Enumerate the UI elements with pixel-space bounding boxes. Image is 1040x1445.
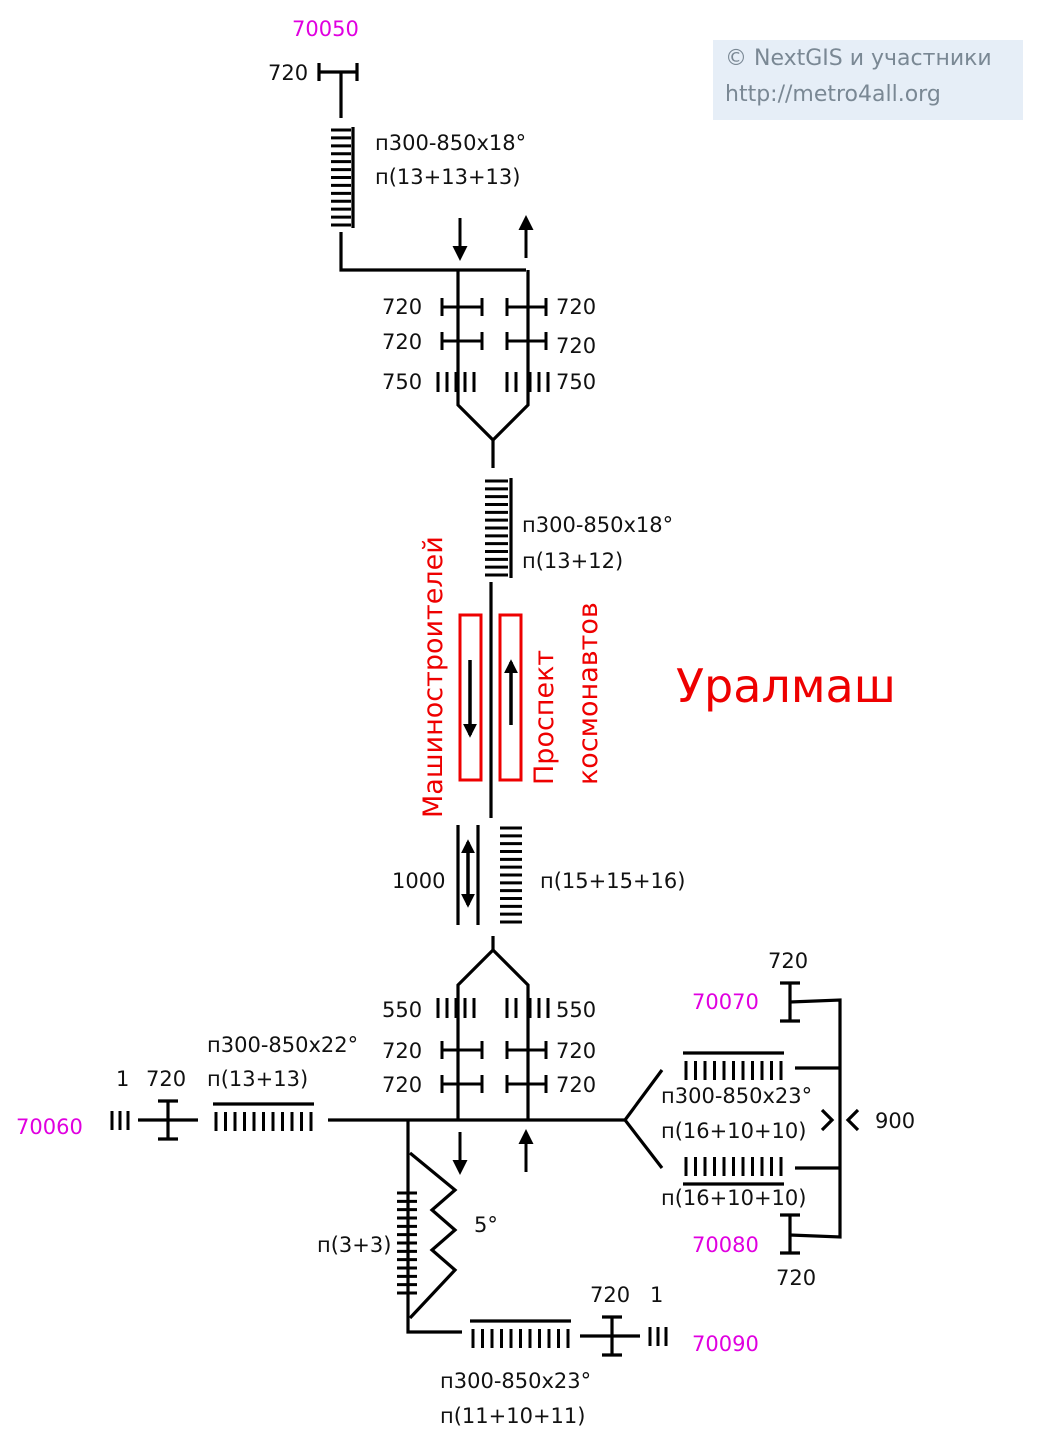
lower-door-l2-icon (440, 1075, 484, 1093)
east-door-bottom-label: 720 (776, 1266, 816, 1290)
upper-door-l1-icon (440, 298, 484, 316)
upper-door-r1-label: 720 (556, 295, 596, 319)
exit-70090-label: 70090 (692, 1332, 759, 1356)
east-fork (622, 1069, 664, 1169)
escalator-steps-label: п(15+15+16) (540, 869, 685, 893)
lower-door-r2-label: 720 (556, 1073, 596, 1097)
upper-stairs-r-label: 750 (556, 370, 596, 394)
south-door-label: 720 (590, 1283, 630, 1307)
east-door-top-label: 720 (768, 949, 808, 973)
upper-door-r1-icon (505, 298, 548, 316)
lower-hall-outline (456, 947, 530, 1120)
right-track-box (498, 613, 523, 782)
top-stairs-size-label: п300-850x18° (375, 131, 526, 155)
mid-stairs-steps-label: п(13+12) (522, 549, 623, 573)
top-hall-corridor (339, 232, 526, 272)
upper-hall-outline (456, 270, 530, 443)
escalator-width-label: 1000 (392, 869, 445, 893)
ramp-icon (408, 1151, 458, 1320)
east-stairs-size-label: п300-850x23° (661, 1084, 812, 1108)
direction-right-line1-label: Проспект (529, 650, 560, 785)
copyright-text: © NextGIS и участники (725, 46, 992, 71)
escalator-icon (456, 825, 480, 925)
south-stairs-steps-label: п(11+10+11) (440, 1404, 585, 1428)
east-stairs-2-icon (683, 1157, 784, 1186)
station-title: Уралмаш (676, 659, 896, 713)
south-step-label: 1 (650, 1283, 663, 1307)
lower-stairs-r-label: 550 (556, 998, 596, 1022)
mid-stairs-size-label: п300-850x18° (522, 513, 673, 537)
east-door-top-icon (780, 981, 800, 1023)
west-stairs-icon (213, 1102, 314, 1131)
west-step-icon (110, 1111, 130, 1130)
south-door-icon (580, 1315, 640, 1357)
lower-door-l1-icon (440, 1041, 484, 1059)
top-door-icon (317, 63, 359, 81)
exit-70070-label: 70070 (692, 990, 759, 1014)
lower-stairs-r-icon (505, 998, 550, 1018)
west-door-label: 720 (146, 1067, 186, 1091)
south-corridor (406, 1120, 462, 1334)
escalator-stairs-icon (500, 826, 522, 924)
east-narrow-label: 900 (875, 1109, 915, 1133)
lower-door-r2-icon (505, 1075, 548, 1093)
south-step-icon (648, 1327, 668, 1346)
credits-url: http://metro4all.org (725, 82, 941, 107)
south-stairs-size-label: п300-850x23° (440, 1369, 591, 1393)
upper-door-r2-icon (505, 332, 548, 350)
top-stairs-icon (331, 127, 355, 228)
left-track-box (458, 613, 483, 782)
east-door-bottom-icon (780, 1213, 800, 1255)
lower-stairs-l-icon (436, 998, 476, 1018)
upper-door-l2-label: 720 (382, 330, 422, 354)
ramp-stairs-icon (397, 1191, 417, 1295)
mid-stairs-icon (485, 478, 513, 578)
lower-door-r1-label: 720 (556, 1039, 596, 1063)
direction-right-line2-label: космонавтов (573, 602, 604, 785)
lower-door-r1-icon (505, 1041, 548, 1059)
east-stairs-steps-1-label: п(16+10+10) (661, 1119, 806, 1143)
exit-70080-label: 70080 (692, 1233, 759, 1257)
west-door-icon (138, 1099, 198, 1141)
lower-door-l2-label: 720 (382, 1073, 422, 1097)
east-stairs-steps-2-label: п(16+10+10) (661, 1186, 806, 1210)
lower-door-l1-label: 720 (382, 1039, 422, 1063)
east-stairs-1-icon (683, 1051, 784, 1080)
upper-door-r2-label: 720 (556, 334, 596, 358)
ramp-angle-label: 5° (474, 1213, 498, 1237)
upper-stairs-l-label: 750 (382, 370, 422, 394)
upper-door-l1-label: 720 (382, 295, 422, 319)
lower-stairs-l-label: 550 (382, 998, 422, 1022)
west-stairs-steps-label: п(13+13) (207, 1067, 308, 1091)
south-stairs-icon (470, 1319, 571, 1348)
top-door-label: 720 (268, 61, 308, 85)
upper-stairs-l-icon (436, 372, 476, 392)
upper-door-l2-icon (440, 332, 484, 350)
west-step-label: 1 (116, 1067, 129, 1091)
upper-stairs-r-icon (505, 372, 550, 392)
exit-70050-label: 70050 (292, 17, 359, 41)
credits-box: © NextGIS и участники http://metro4all.o… (713, 40, 1023, 120)
exit-70060-label: 70060 (16, 1115, 83, 1139)
ramp-steps-label: п(3+3) (317, 1233, 391, 1257)
west-stairs-size-label: п300-850x22° (207, 1033, 358, 1057)
top-stairs-steps-label: п(13+13+13) (375, 165, 520, 189)
direction-left-label: Машиностроителей (418, 536, 449, 818)
narrowing-icon (820, 1108, 860, 1132)
east-side-corridor (789, 998, 842, 1239)
